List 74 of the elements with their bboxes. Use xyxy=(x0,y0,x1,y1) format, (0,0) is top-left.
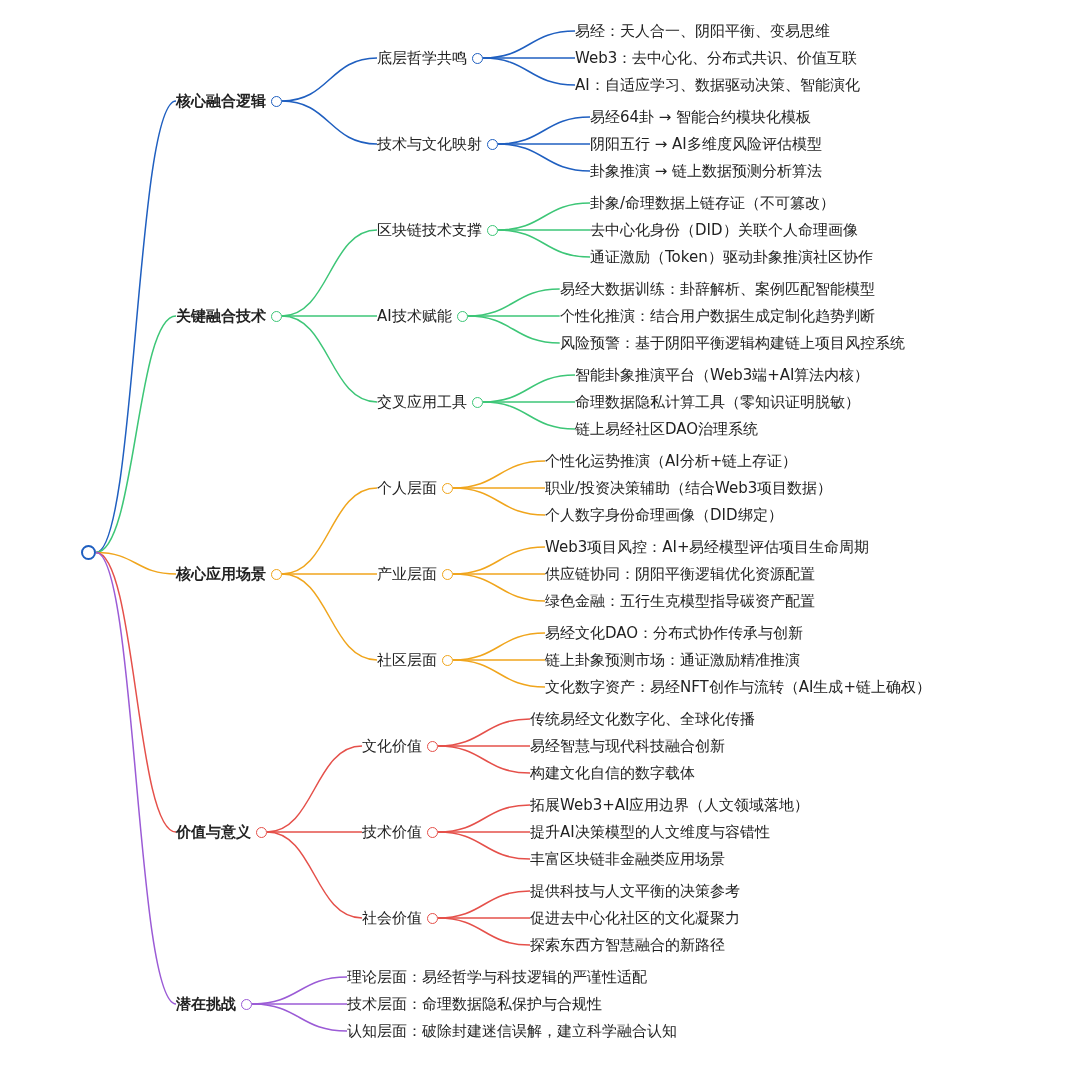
leaf-topic-label: 链上卦象预测市场：通证激励精准推演 xyxy=(545,650,800,670)
branch-connector xyxy=(482,57,576,86)
leaf-topic-label: 认知层面：破除封建迷信误解，建立科学融合认知 xyxy=(347,1021,677,1041)
subtopic-label: 社会价值 xyxy=(362,908,422,928)
branch-connector xyxy=(482,401,576,430)
branch-connector xyxy=(452,573,546,602)
branch-connector xyxy=(281,573,378,575)
main-topic-label: 核心融合逻辑 xyxy=(176,91,266,111)
leaf-topic-label: 易经大数据训练：卦辞解析、案例匹配智能模型 xyxy=(559,279,875,299)
branch-connector xyxy=(281,100,378,145)
leaf-topic-label: 提升AI决策模型的人文维度与容错性 xyxy=(530,822,770,842)
leaf-topic-label: 通证激励（Token）驱动卦象推演社区协作 xyxy=(590,247,873,267)
leaf-topic-label: 丰富区块链非金融类应用场景 xyxy=(530,849,725,869)
root-circle xyxy=(81,545,96,560)
leaf-topic-label: Web3项目风控：AI+易经模型评估项目生命周期 xyxy=(545,537,870,557)
leaf-topic-label: 供应链协同：阴阳平衡逻辑优化资源配置 xyxy=(545,564,815,584)
leaf-topic-label: 易经文化DAO：分布式协作传承与创新 xyxy=(545,623,804,643)
main-topic-label: 价值与意义 xyxy=(176,822,251,842)
leaf-topic-label: 探索东西方智慧融合的新路径 xyxy=(530,935,725,955)
branch-connector xyxy=(281,315,378,317)
subtopic-label: 交叉应用工具 xyxy=(377,392,467,412)
branch-connector xyxy=(466,315,561,344)
leaf-topic-label: 智能卦象推演平台（Web3端+AI算法内核） xyxy=(575,365,870,385)
subtopic-label: 文化价值 xyxy=(362,736,422,756)
leaf-topic-label: 理论层面：易经哲学与科技逻辑的严谨性适配 xyxy=(347,967,647,987)
branch-connector xyxy=(95,551,177,1005)
branch-connector xyxy=(497,229,591,258)
leaf-topic-label: 文化数字资产：易经NFT创作与流转（AI生成+链上确权） xyxy=(545,677,931,697)
leaf-topic-label: 促进去中心化社区的文化凝聚力 xyxy=(530,908,740,928)
subtopic-label: 技术价值 xyxy=(362,822,422,842)
branch-connector xyxy=(281,573,378,661)
subtopic-label: 社区层面 xyxy=(377,650,437,670)
branch-connector xyxy=(497,143,591,172)
main-topic-label: 核心应用场景 xyxy=(176,564,266,584)
leaf-topic-label: 提供科技与人文平衡的决策参考 xyxy=(530,881,740,901)
leaf-topic-label: Web3：去中心化、分布式共识、价值互联 xyxy=(575,48,858,68)
subtopic-label: 个人层面 xyxy=(377,478,437,498)
leaf-topic-label: 绿色金融：五行生克模型指导碳资产配置 xyxy=(545,591,815,611)
branch-connector xyxy=(281,315,378,403)
main-topic-label: 潜在挑战 xyxy=(176,994,236,1014)
leaf-topic-label: 技术层面：命理数据隐私保护与合规性 xyxy=(347,994,602,1014)
branch-connector xyxy=(437,831,531,860)
subtopic-label: 区块链技术支撑 xyxy=(377,220,482,240)
leaf-topic-label: 链上易经社区DAO治理系统 xyxy=(575,419,759,439)
leaf-topic-label: 卦象推演 → 链上数据预测分析算法 xyxy=(590,161,823,181)
leaf-topic-label: 去中心化身份（DID）关联个人命理画像 xyxy=(590,220,858,240)
branch-connector xyxy=(266,831,363,833)
leaf-topic-label: 职业/投资决策辅助（结合Web3项目数据） xyxy=(545,478,833,498)
branch-connector xyxy=(452,487,546,516)
leaf-topic-label: 个性化运势推演（AI分析+链上存证） xyxy=(545,451,798,471)
leaf-topic-label: AI：自适应学习、数据驱动决策、智能演化 xyxy=(575,75,860,95)
branch-connector xyxy=(452,659,546,688)
subtopic-label: AI技术赋能 xyxy=(377,306,452,326)
branch-connector xyxy=(95,315,177,554)
branch-connector xyxy=(251,1003,348,1032)
main-topic-label: 关键融合技术 xyxy=(176,306,266,326)
leaf-topic-label: 易经：天人合一、阴阳平衡、变易思维 xyxy=(575,21,830,41)
leaf-topic-label: 个人数字身份命理画像（DID绑定） xyxy=(545,505,783,525)
branch-connector xyxy=(437,917,531,946)
leaf-topic-label: 易经智慧与现代科技融合创新 xyxy=(530,736,725,756)
branch-connector xyxy=(437,745,531,774)
subtopic-label: 技术与文化映射 xyxy=(377,134,482,154)
leaf-topic-label: 个性化推演：结合用户数据生成定制化趋势判断 xyxy=(559,306,875,326)
leaf-topic-label: 传统易经文化数字化、全球化传播 xyxy=(530,709,755,729)
subtopic-label: 底层哲学共鸣 xyxy=(377,48,467,68)
leaf-topic-label: 风险预警：基于阴阳平衡逻辑构建链上项目风控系统 xyxy=(559,333,905,353)
subtopic-label: 产业层面 xyxy=(377,564,437,584)
leaf-topic-label: 卦象/命理数据上链存证（不可篡改） xyxy=(590,193,836,213)
branch-connector xyxy=(266,831,363,919)
leaf-topic-label: 拓展Web3+AI应用边界（人文领域落地） xyxy=(530,795,810,815)
leaf-topic-label: 构建文化自信的数字载体 xyxy=(530,763,695,783)
leaf-topic-label: 阴阳五行 → AI多维度风险评估模型 xyxy=(590,134,822,154)
leaf-topic-label: 易经64卦 → 智能合约模块化模板 xyxy=(590,107,812,127)
leaf-topic-label: 命理数据隐私计算工具（零知识证明脱敏） xyxy=(575,392,860,412)
